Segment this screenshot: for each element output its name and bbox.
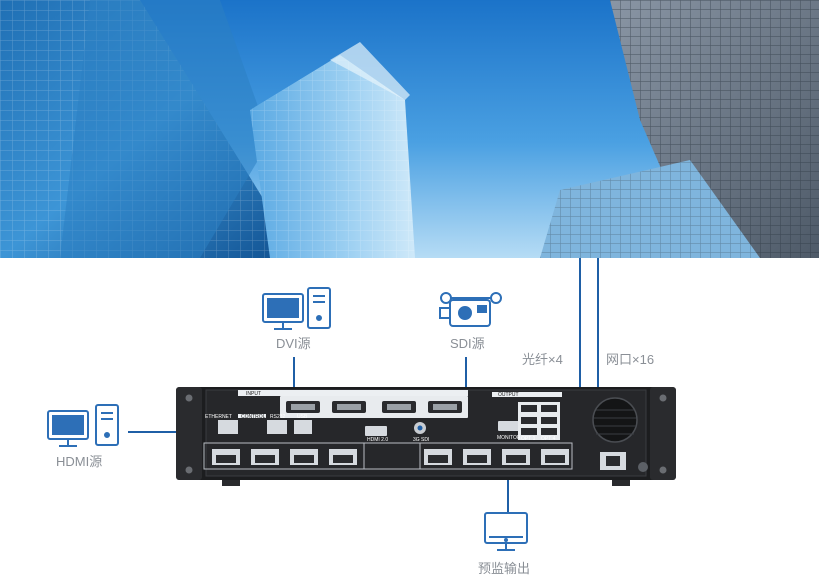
hdmi-source-computer-icon xyxy=(47,404,119,447)
panel-output-title: OUTPUT xyxy=(498,392,519,398)
panel-ethernet-text: ETHERNET xyxy=(205,414,232,420)
panel-input-title: INPUT xyxy=(246,391,261,397)
panel-rs232-text: RS232 xyxy=(270,414,286,420)
building-photo xyxy=(0,0,819,258)
fiber-label: 光纤×4 xyxy=(522,352,563,367)
panel-control-title: CONTROL xyxy=(241,414,266,420)
hdmi-source-label: HDMI源 xyxy=(56,454,103,469)
sdi-source-camera-icon xyxy=(439,292,502,327)
panel-usb-text: USB xyxy=(297,414,308,420)
preview-output-label: 预监输出 xyxy=(478,561,531,576)
panel-opt4-text: OPT 4 xyxy=(541,436,556,442)
sdi-source-label: SDI源 xyxy=(450,336,485,351)
panel-opt1-text: OPT 1 xyxy=(521,436,536,442)
ethernet-label: 网口×16 xyxy=(606,352,655,367)
panel-monitor-text: MONITOR xyxy=(497,435,521,441)
dvi-source-label: DVI源 xyxy=(276,336,311,351)
dvi-source-computer-icon xyxy=(262,287,331,330)
preview-monitor-icon xyxy=(484,512,528,551)
processor-device xyxy=(176,387,676,486)
panel-hdmi-text: HDMI 2.0 xyxy=(367,437,388,443)
panel-sdi-text: 3G SDI xyxy=(413,437,429,443)
